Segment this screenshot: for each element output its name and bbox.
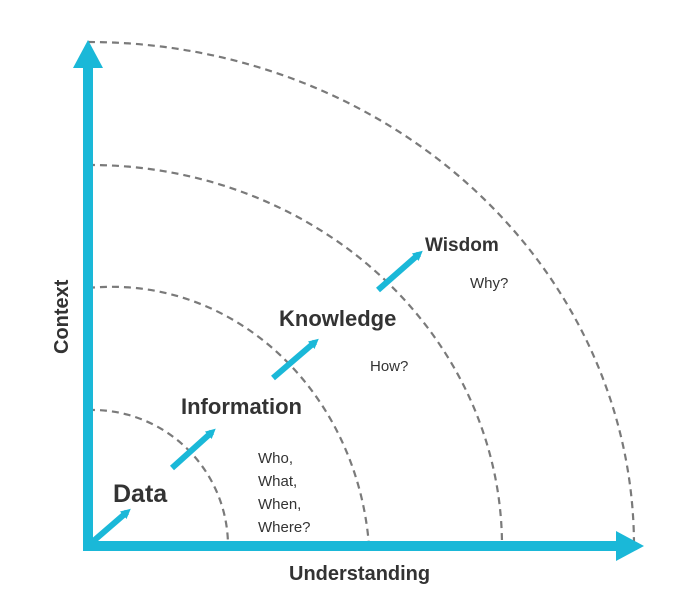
arc-knowledge	[87, 163, 504, 547]
y-axis-arrowhead	[73, 40, 103, 68]
y-axis	[73, 40, 103, 550]
arc-data	[87, 408, 230, 547]
arrow-to-information	[169, 428, 216, 471]
arrow-to-data	[88, 508, 131, 547]
question-what: What,	[258, 473, 297, 490]
arc-wisdom	[87, 40, 636, 547]
arrow-to-knowledge	[271, 338, 319, 381]
question-how: How?	[370, 358, 408, 375]
arrow-to-wisdom	[376, 250, 423, 293]
x-axis-arrowhead	[616, 531, 644, 561]
stage-data: Data	[113, 480, 168, 508]
stage-information: Information	[181, 394, 302, 419]
question-where: Where?	[258, 519, 311, 536]
stage-knowledge: Knowledge	[279, 306, 396, 331]
question-when: When,	[258, 496, 301, 513]
question-who: Who,	[258, 450, 293, 467]
arc-information	[87, 285, 371, 547]
x-axis-label: Understanding	[289, 563, 430, 585]
question-why: Why?	[470, 275, 508, 292]
y-axis-label: Context	[51, 279, 73, 354]
x-axis	[83, 531, 644, 561]
stage-wisdom: Wisdom	[425, 235, 499, 256]
